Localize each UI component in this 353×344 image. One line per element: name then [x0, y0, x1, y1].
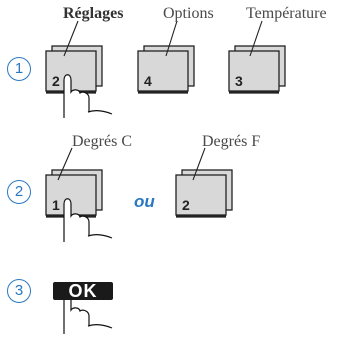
step-number-2: 2 — [7, 180, 31, 204]
finger-step1 — [63, 74, 90, 112]
separator-ou: ou — [134, 192, 155, 211]
label-temperature: Température — [246, 5, 327, 22]
pointer-degres-f — [192, 147, 206, 181]
ok-key: OK — [53, 282, 113, 300]
pointer-temperature — [249, 20, 263, 57]
key-digit-temperature: 3 — [235, 73, 243, 89]
step-number-1: 1 — [7, 57, 31, 81]
key-digit-options: 4 — [144, 73, 152, 89]
key-digit-degres-f: 2 — [182, 197, 190, 213]
key-digit-reglages: 2 — [52, 73, 60, 89]
step-number-3: 3 — [7, 279, 31, 303]
label-reglages: Réglages — [63, 5, 124, 22]
pointer-degres-c — [57, 147, 73, 181]
label-options: Options — [163, 5, 214, 22]
label-degres-f: Degrés F — [202, 133, 261, 150]
pointer-reglages — [63, 20, 79, 57]
pointer-options — [165, 20, 178, 57]
key-digit-degres-c: 1 — [52, 197, 60, 213]
label-degres-c: Degrés C — [72, 133, 132, 150]
finger-step2 — [63, 198, 90, 236]
